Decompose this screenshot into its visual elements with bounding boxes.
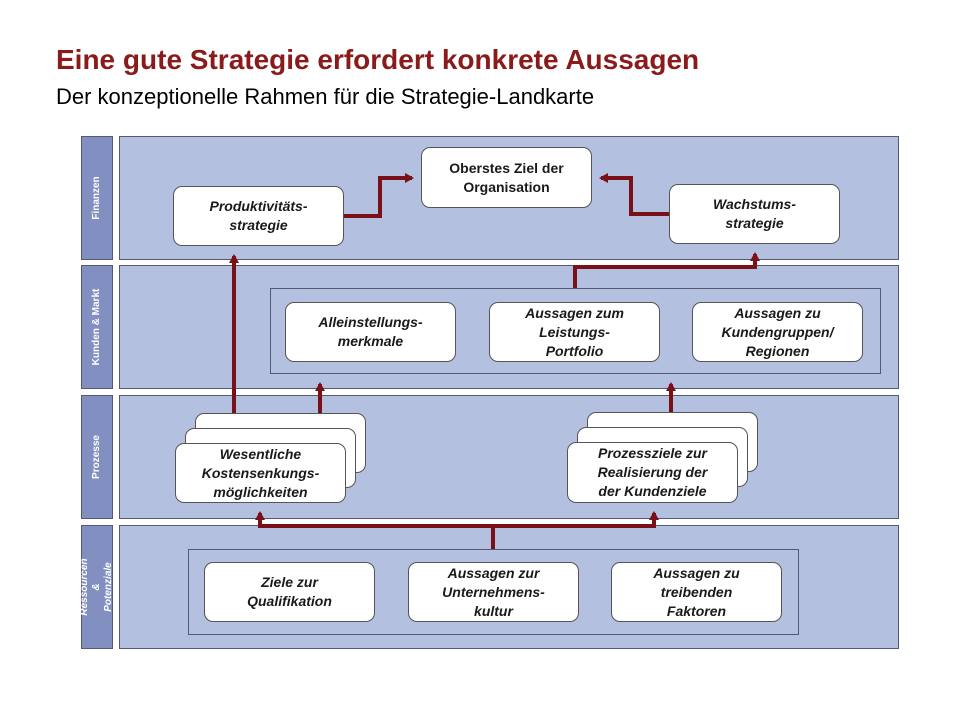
page-title: Eine gute Strategie erfordert konkrete A… [56, 44, 700, 75]
arrow-ressourcen-to-prozessziele [493, 511, 659, 528]
box-kundengruppen-text: Aussagen zu Kundengruppen/ Regionen [721, 304, 834, 359]
box-kostensenkung: Wesentliche Kostensenkungs- möglichkeite… [175, 443, 346, 503]
box-leistungsportfolio-text: Aussagen zum Leistungs- Portfolio [525, 304, 624, 359]
row-label-ressourcen: Ressourcen & Potenziale [79, 525, 114, 649]
box-treibende-faktoren: Aussagen zu treibenden Faktoren [611, 562, 782, 622]
arrow-produktivitaet-to-ziel [344, 173, 414, 218]
box-wachstumsstrategie-text: Wachstums- strategie [713, 196, 796, 231]
arrow-kunden-to-wachstum [573, 252, 760, 288]
row-label-prozesse: Prozesse [81, 395, 113, 519]
box-alleinstellungsmerkmale-text: Alleinstellungs- merkmale [318, 314, 423, 349]
box-prozessziele: Prozessziele zur Realisierung der der Ku… [567, 442, 738, 503]
group-ressourcen [188, 549, 799, 635]
box-produktivitaetsstrategie-text: Produktivitäts- strategie [209, 198, 308, 233]
box-prozessziele-text: Prozessziele zur Realisierung der der Ku… [597, 445, 708, 499]
box-alleinstellungsmerkmale: Alleinstellungs- merkmale [285, 302, 456, 362]
box-kostensenkung-text: Wesentliche Kostensenkungs- möglichkeite… [201, 445, 320, 500]
box-qualifikation-text: Ziele zur Qualifikation [247, 574, 332, 609]
page-subtitle: Der konzeptionelle Rahmen für die Strate… [56, 84, 595, 109]
box-unternehmenskultur: Aussagen zur Unternehmens- kultur [408, 562, 579, 622]
box-unternehmenskultur-text: Aussagen zur Unternehmens- kultur [442, 564, 545, 619]
box-wachstumsstrategie: Wachstums- strategie [669, 184, 840, 244]
box-treibende-faktoren-text: Aussagen zu treibenden Faktoren [653, 564, 740, 619]
group-kunden-markt [270, 288, 881, 374]
box-leistungsportfolio: Aussagen zum Leistungs- Portfolio [489, 302, 660, 362]
box-oberstes-ziel-text: Oberstes Ziel der Organisation [449, 159, 564, 195]
box-qualifikation: Ziele zur Qualifikation [204, 562, 375, 622]
box-produktivitaetsstrategie: Produktivitäts- strategie [173, 186, 344, 246]
box-oberstes-ziel: Oberstes Ziel der Organisation [421, 147, 592, 208]
row-label-finanzen: Finanzen [81, 136, 113, 260]
arrow-ressourcen-to-kosten [255, 511, 495, 549]
box-kundengruppen: Aussagen zu Kundengruppen/ Regionen [692, 302, 863, 362]
row-label-kunden-markt: Kunden & Markt [81, 265, 113, 389]
arrow-wachstum-to-ziel [599, 173, 669, 216]
